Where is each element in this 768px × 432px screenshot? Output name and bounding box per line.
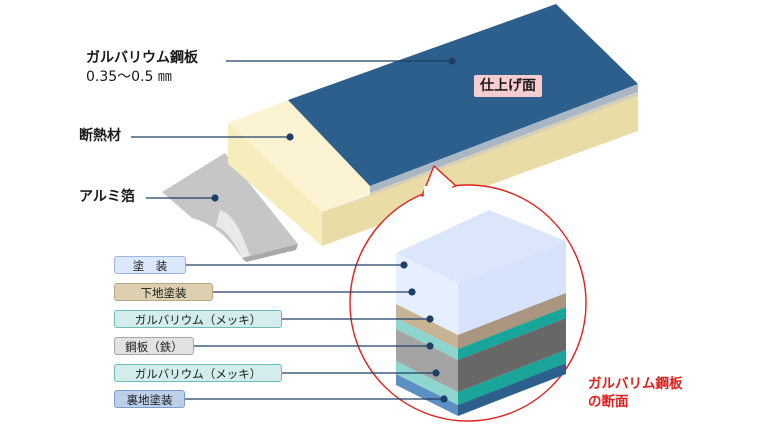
aluminum-foil: [162, 153, 298, 262]
layer-tag-galvalume-plating-top: ガルバリウム（メッキ）: [114, 310, 282, 328]
cross-section-title-line2: の断面: [588, 394, 629, 410]
galvalume-thickness-label: 0.35〜0.5 ㎜: [86, 69, 172, 85]
layer-tag-back-coating: 裏地塗装: [114, 390, 185, 408]
leader-lines: [131, 57, 456, 403]
layer-tag-galvalume-plating-bottom: ガルバリウム（メッキ）: [114, 364, 282, 382]
finish-surface-tag: 仕上げ面: [474, 75, 542, 97]
insulation-label: 断熱材: [79, 128, 121, 144]
layer-tag-steel-core: 鋼板（鉄）: [114, 337, 194, 355]
cross-section-block: [396, 210, 566, 416]
aluminum-foil-label: アルミ箔: [79, 189, 135, 205]
layer-tag-coating: 塗 装: [114, 256, 186, 274]
layer-tag-base-coating: 下地塗装: [114, 283, 213, 301]
cross-section-title-line1: ガルバリム鋼板: [588, 376, 683, 392]
galvalume-title-label: ガルバリウム鋼板: [86, 50, 198, 66]
